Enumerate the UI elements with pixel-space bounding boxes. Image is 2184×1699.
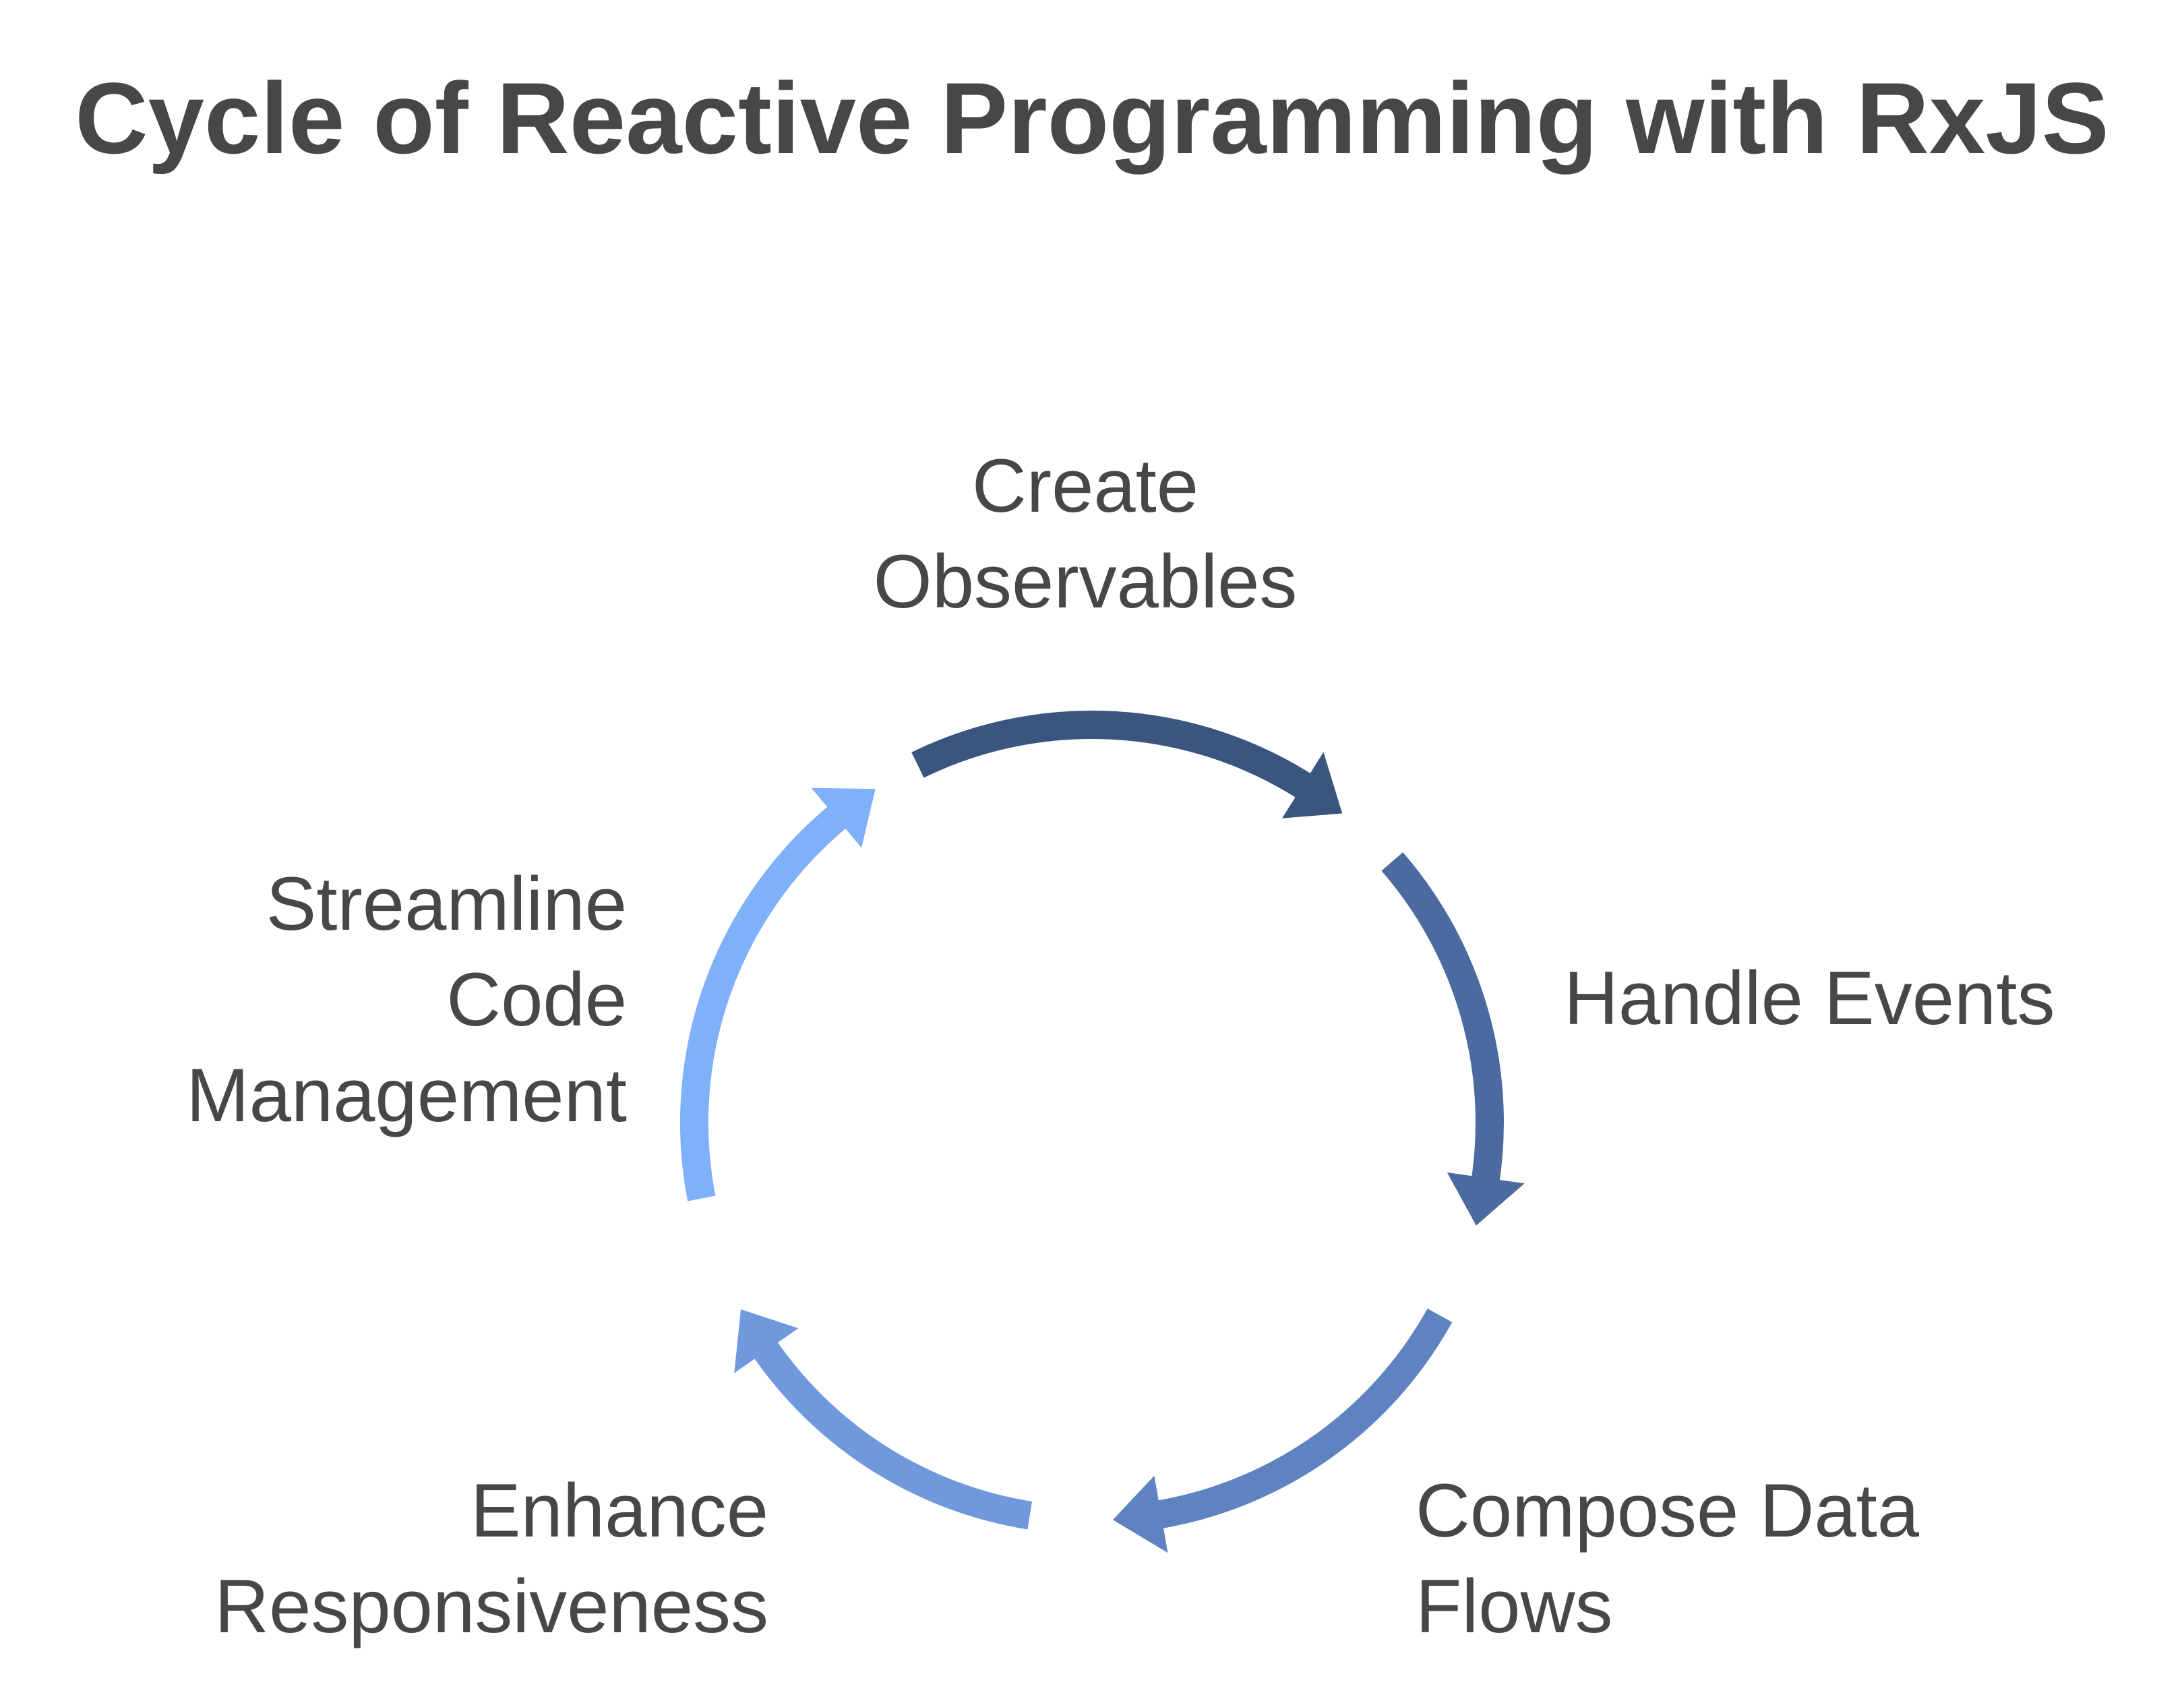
step-label-streamline-code-management: Streamline Code Management [186, 862, 627, 1137]
step-label-create-observables: Create Observables [873, 444, 1298, 624]
cycle-arrowhead-create-observables [1281, 752, 1343, 818]
step-label-enhance-responsiveness: Enhance Responsiveness [214, 1468, 768, 1648]
cycle-arrowhead-handle-events [1447, 1172, 1525, 1226]
cycle-arrow-compose-data-flows [1152, 1308, 1453, 1530]
cycle-arrow-create-observables [911, 711, 1316, 801]
step-label-handle-events: Handle Events [1564, 956, 2055, 1040]
cycle-arrowhead-enhance-responsiveness [734, 1309, 799, 1373]
page-title: Cycle of Reactive Programming with RxJS [75, 61, 2109, 175]
cycle-arrow-handle-events [1381, 852, 1504, 1187]
step-label-compose-data-flows: Compose Data Flows [1416, 1468, 1920, 1648]
cycle-arrowhead-compose-data-flows [1112, 1475, 1168, 1553]
cycle-arrowhead-streamline-code-management [811, 787, 876, 848]
cycle-arrow-streamline-code-management [679, 802, 851, 1201]
cycle-arrow-enhance-responsiveness [750, 1337, 1032, 1530]
